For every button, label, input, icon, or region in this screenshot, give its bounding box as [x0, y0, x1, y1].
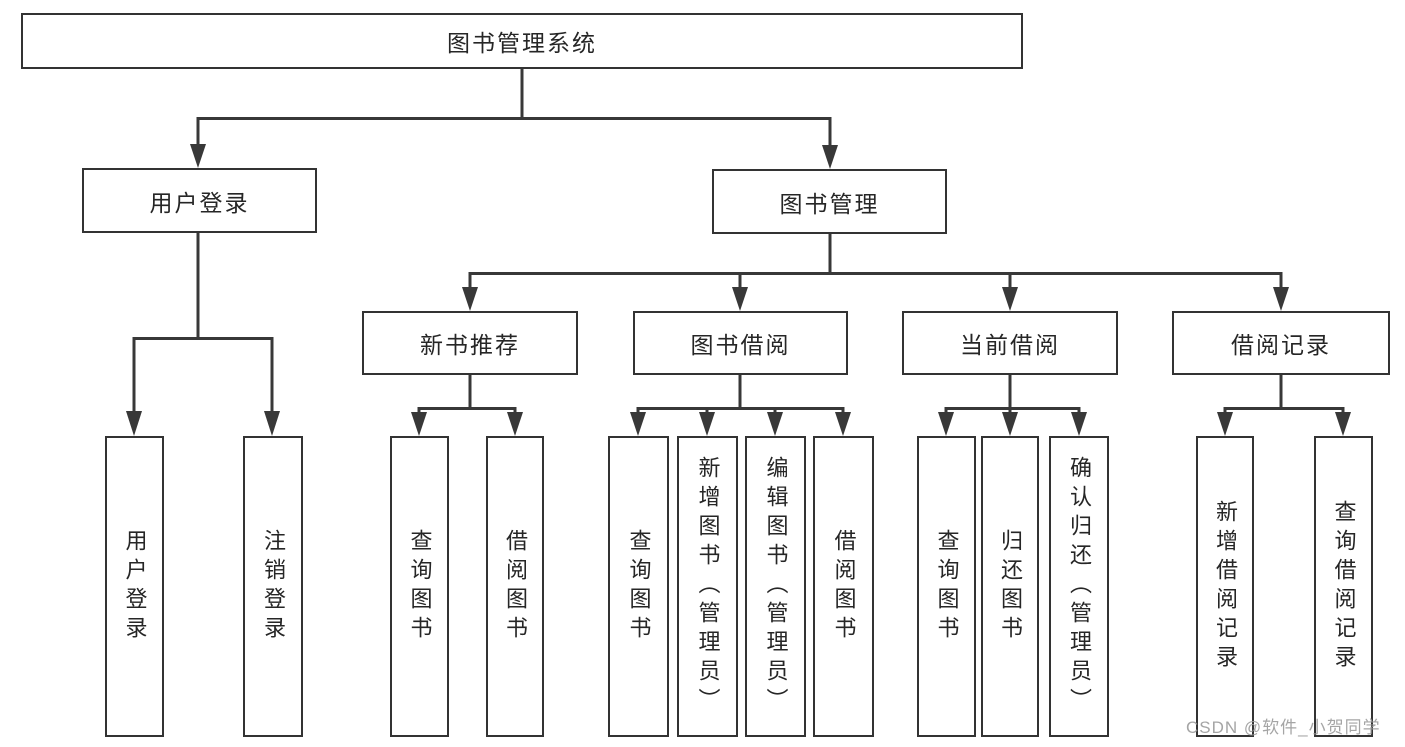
- leaf-query-borrow-record: 查询借阅记录: [1314, 436, 1373, 737]
- node-borrowing-records: 借阅记录: [1172, 311, 1390, 375]
- node-new-book-recommend: 新书推荐: [362, 311, 578, 375]
- arrow-icon: [411, 412, 427, 436]
- node-current-borrowing: 当前借阅: [902, 311, 1118, 375]
- leaf-edit-books-admin: 编辑图书（管理员）: [745, 436, 806, 737]
- leaf-borrow-books: 借阅图书: [813, 436, 874, 737]
- arrow-icon: [1002, 287, 1018, 311]
- csdn-watermark: CSDN @软件_小贺同学: [1186, 718, 1381, 737]
- arrow-icon: [1217, 412, 1233, 436]
- arrow-icon: [767, 412, 783, 436]
- leaf-logout-login: 注销登录: [243, 436, 303, 737]
- node-user-login: 用户登录: [82, 168, 317, 233]
- arrow-icon: [938, 412, 954, 436]
- leaf-add-borrow-record: 新增借阅记录: [1196, 436, 1254, 737]
- node-book-management: 图书管理: [712, 169, 947, 234]
- leaf-query-books-current: 查询图书: [917, 436, 976, 737]
- arrow-icon: [462, 287, 478, 311]
- leaf-user-login: 用户登录: [105, 436, 164, 737]
- arrow-icon: [126, 411, 142, 436]
- arrow-icon: [1335, 412, 1351, 436]
- leaf-return-books: 归还图书: [981, 436, 1039, 737]
- arrow-icon: [190, 144, 206, 168]
- leaf-query-books-borrowing: 查询图书: [608, 436, 669, 737]
- arrow-icon: [630, 412, 646, 436]
- leaf-query-books-recommend: 查询图书: [390, 436, 449, 737]
- node-book-borrowing: 图书借阅: [633, 311, 848, 375]
- arrow-icon: [1071, 412, 1087, 436]
- leaf-add-books-admin: 新增图书（管理员）: [677, 436, 738, 737]
- node-library-system: 图书管理系统: [21, 13, 1023, 69]
- arrow-icon: [264, 411, 280, 436]
- arrow-icon: [1273, 287, 1289, 311]
- arrow-icon: [822, 145, 838, 169]
- arrow-icon: [732, 287, 748, 311]
- leaf-confirm-return-admin: 确认归还（管理员）: [1049, 436, 1109, 737]
- arrow-icon: [699, 412, 715, 436]
- arrow-icon: [507, 412, 523, 436]
- leaf-borrow-books-recommend: 借阅图书: [486, 436, 544, 737]
- arrow-icon: [835, 412, 851, 436]
- arrow-icon: [1002, 412, 1018, 436]
